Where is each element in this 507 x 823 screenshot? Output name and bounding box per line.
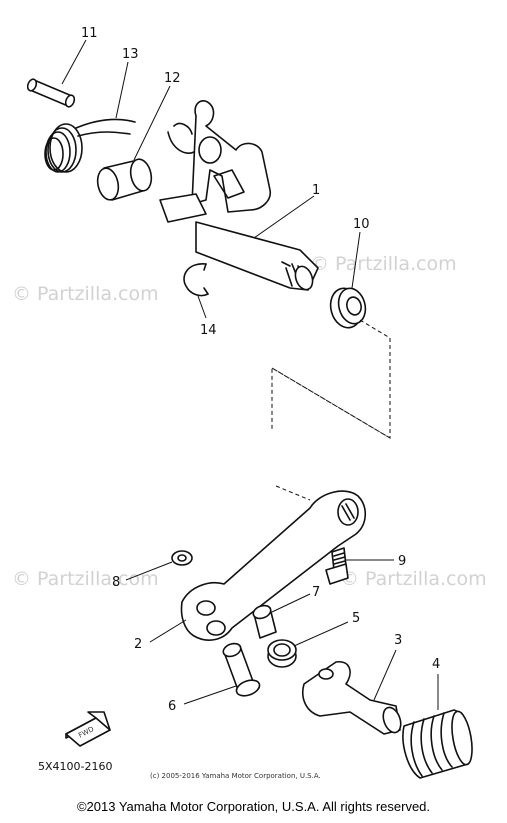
callout-13: 13: [122, 47, 139, 62]
callout-14: 14: [200, 323, 217, 338]
leader-7: [271, 593, 311, 613]
watermark-left-top: © Partzilla.com: [12, 283, 159, 305]
watermark-right-top: © Partzilla.com: [310, 253, 457, 275]
leader-3: [373, 649, 397, 701]
callout-12: 12: [164, 71, 181, 86]
callout-4: 4: [432, 657, 440, 672]
part-10-oil-seal: [329, 287, 367, 329]
part-13-spring: [44, 118, 136, 173]
part-1-shift-shaft: [159, 100, 319, 291]
forward-arrow-icon: FWD: [65, 711, 111, 747]
watermark-left-bottom: © Partzilla.com: [12, 568, 159, 590]
diagram-code: 5X4100-2160: [38, 760, 113, 773]
leader-2: [149, 619, 187, 643]
leader-8: [125, 561, 173, 581]
part-8-washer: [171, 550, 193, 566]
part-4-rubber-grip: [402, 709, 473, 779]
callout-9: 9: [398, 554, 406, 569]
part-12-collar: [96, 158, 153, 201]
callout-3: 3: [394, 633, 402, 648]
part-9-bolt: [325, 547, 349, 585]
part-11-pin: [26, 78, 76, 108]
leader-12: [133, 85, 171, 161]
part-6-pivot-pin: [222, 642, 261, 697]
leader-1: [253, 195, 315, 239]
part-14-circlip: [183, 263, 209, 297]
part-2-shift-pedal: [180, 490, 367, 641]
small-copyright: (c) 2005-2016 Yamaha Motor Corporation, …: [150, 772, 321, 780]
callout-10: 10: [353, 217, 370, 232]
alignment-guide: [271, 319, 391, 439]
watermark-right-bottom: © Partzilla.com: [340, 568, 487, 590]
callout-2: 2: [134, 637, 142, 652]
leader-13: [115, 61, 129, 119]
part-7-collar: [252, 604, 277, 639]
leader-11: [61, 39, 87, 85]
leader-10: [351, 231, 361, 289]
callout-11: 11: [81, 26, 98, 41]
callout-1: 1: [312, 183, 320, 198]
callout-7: 7: [312, 585, 320, 600]
callout-6: 6: [168, 699, 176, 714]
part-3-pedal-tip: [302, 661, 402, 735]
leader-5: [293, 621, 349, 647]
callout-8: 8: [112, 575, 120, 590]
part-5-nut: [267, 639, 297, 668]
leader-14: [197, 295, 207, 319]
footer-copyright: ©2013 Yamaha Motor Corporation, U.S.A. A…: [76, 799, 431, 814]
callout-5: 5: [352, 611, 360, 626]
leader-6: [183, 685, 237, 705]
